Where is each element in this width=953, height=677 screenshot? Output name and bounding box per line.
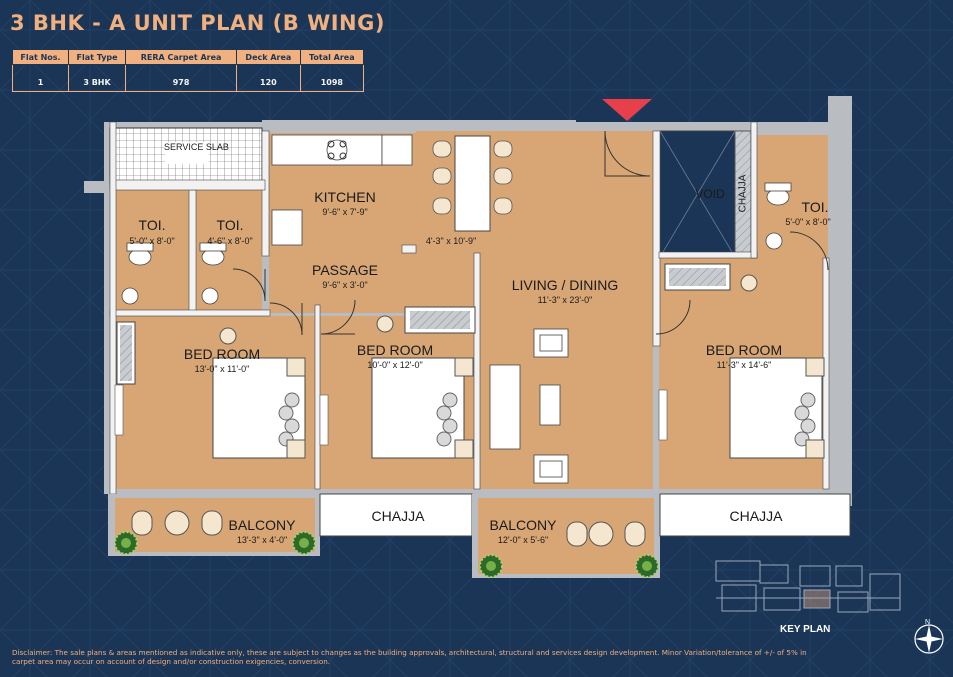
column xyxy=(828,96,852,506)
chajja-1 xyxy=(319,493,473,537)
door-swings xyxy=(232,130,829,336)
service-slab-label: SERVICE SLAB xyxy=(164,142,229,152)
chajja-2-label: CHAJJA xyxy=(729,508,783,524)
table-cell: 978 xyxy=(125,73,238,92)
toilet-3-label: TOI. xyxy=(801,199,829,215)
toilet-2-dim: 4'-6" x 8'-0" xyxy=(207,236,253,246)
table-header: RERA Carpet Area xyxy=(125,49,238,65)
svg-text:N: N xyxy=(925,619,930,626)
balcony-furniture xyxy=(131,510,646,547)
passage-label: PASSAGE xyxy=(312,262,378,278)
void-label: VOID xyxy=(695,187,725,201)
toilet-2-label: TOI. xyxy=(216,217,244,233)
top-wall xyxy=(262,120,576,131)
passage-dim: 9'-6" x 3'-0" xyxy=(322,280,368,290)
plant-icon xyxy=(635,554,659,578)
table-header-row: Flat Nos. Flat Type RERA Carpet Area Dec… xyxy=(12,49,365,65)
bed xyxy=(729,357,825,459)
bed xyxy=(212,357,306,459)
table-cell: 3 BHK xyxy=(67,73,127,92)
plant-icon xyxy=(114,531,138,555)
bedroom-1-label: BED ROOM xyxy=(183,346,261,362)
chajja-1-label: CHAJJA xyxy=(371,508,425,524)
balcony-2-label: BALCONY xyxy=(489,517,557,533)
disclaimer: Disclaimer: The sale plans & areas menti… xyxy=(12,648,807,666)
key-plan-map xyxy=(715,560,901,613)
living-furniture xyxy=(489,328,569,484)
service-slab-label-bg xyxy=(165,142,209,164)
table-header: Flat Nos. xyxy=(12,49,69,65)
toilet-fixtures xyxy=(121,182,792,305)
key-plan-label: KEY PLAN xyxy=(780,624,831,635)
plant-icon xyxy=(292,531,316,555)
balcony-1-dim: 13'-3" x 4'-0" xyxy=(236,535,288,545)
bed xyxy=(371,357,474,459)
toilet-1-label: TOI. xyxy=(138,217,166,233)
toilet-1-dim: 5'-0" x 8'-0" xyxy=(129,236,175,246)
compass-icon: N xyxy=(914,619,944,654)
bedroom-2-label: BED ROOM xyxy=(356,342,434,358)
plant-icon xyxy=(479,554,503,578)
kitchen-label: KITCHEN xyxy=(314,189,376,205)
page-title: 3 BHK - A UNIT PLAN (B WING) xyxy=(10,11,385,35)
balcony-2-dim: 12'-0" x 5'-6" xyxy=(497,535,549,545)
table-header: Deck Area xyxy=(236,49,301,65)
chajja-vertical-label: CHAJJA xyxy=(737,174,749,213)
balcony-1-label: BALCONY xyxy=(228,517,296,533)
bedroom-3-dim: 11'-3" x 14'-6" xyxy=(716,360,772,370)
table-cell: 1098 xyxy=(299,73,365,92)
toilet-3-dim: 5'-0" x 8'-0" xyxy=(785,217,831,227)
table-row: 1 3 BHK 978 120 1098 xyxy=(12,73,365,92)
kitchen-dim: 9'-6" x 7'-9" xyxy=(322,207,368,217)
foyer-dim: 4'-3" x 10'-9" xyxy=(425,236,477,246)
living-dim: 11'-3" x 23'-0" xyxy=(537,295,593,305)
entry-arrow-icon xyxy=(602,99,652,121)
area-table: Flat Nos. Flat Type RERA Carpet Area Dec… xyxy=(12,49,365,92)
bedroom-1-dim: 13'-0" x 11'-0" xyxy=(194,364,250,374)
table-header: Total Area xyxy=(299,49,365,65)
chajja-2 xyxy=(659,493,851,537)
table-header: Flat Type xyxy=(67,49,127,65)
bedroom-3-label: BED ROOM xyxy=(705,342,783,358)
dining-set xyxy=(432,135,513,232)
wardrobe xyxy=(116,263,731,385)
bedroom-2-dim: 10'-0" x 12'-0" xyxy=(367,360,423,370)
living-label: LIVING / DINING xyxy=(511,277,619,293)
